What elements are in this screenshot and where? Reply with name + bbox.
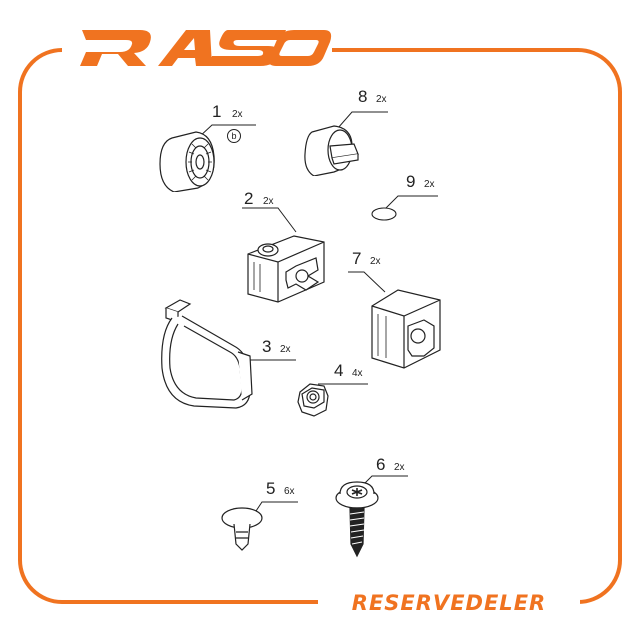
- flange-screw-icon: [335, 481, 379, 558]
- part-7-quantity: 2x: [370, 256, 381, 267]
- part-9-quantity: 2x: [424, 179, 435, 190]
- leader-part-2: [242, 207, 297, 233]
- leader-part-7: [348, 271, 386, 293]
- part-6-number: 6: [376, 455, 386, 474]
- part-1-quantity: 2x: [232, 109, 243, 120]
- part-9-number: 9: [406, 172, 416, 191]
- part-1-note-text: b: [231, 130, 237, 141]
- part-6-quantity: 2x: [394, 462, 405, 473]
- part-8: [304, 124, 364, 177]
- washer-icon: [371, 207, 397, 221]
- part-4: [296, 380, 330, 418]
- part-6: [334, 478, 380, 558]
- part-7-number: 7: [352, 249, 362, 268]
- part-8-number: 8: [358, 87, 368, 106]
- rubber-bushing-icon: [159, 131, 215, 193]
- leader-part-6: [363, 475, 408, 485]
- push-clip-icon: [221, 507, 263, 551]
- part-2: [244, 226, 328, 306]
- raso-logo: [62, 22, 332, 74]
- part-2-number: 2: [244, 189, 254, 208]
- part-4-number: 4: [334, 361, 344, 380]
- part-1: [158, 130, 222, 193]
- leader-part-5: [253, 501, 298, 515]
- part-1-number: 1: [212, 102, 222, 121]
- mounting-block-large-icon: [371, 289, 441, 369]
- mounting-block-icon: [247, 235, 325, 303]
- part-3: [154, 294, 254, 412]
- part-5-number: 5: [266, 479, 276, 498]
- part-9: [370, 206, 398, 222]
- part-3-number: 3: [262, 337, 272, 356]
- part-2-quantity: 2x: [263, 196, 274, 207]
- leader-part-9: [381, 195, 438, 213]
- hex-nut-icon: [297, 383, 329, 417]
- part-5: [218, 504, 268, 552]
- part-8-quantity: 2x: [376, 94, 387, 105]
- leader-part-2-8: [337, 111, 388, 129]
- part-1-note-badge: b: [227, 129, 241, 143]
- bushing-with-tab-icon: [304, 125, 359, 177]
- footer-text: RESERVEDELER: [351, 591, 547, 615]
- part-3-quantity: 2x: [280, 344, 291, 355]
- part-7: [368, 286, 444, 370]
- part-4-quantity: 4x: [352, 368, 363, 379]
- strap-clamp-icon: [161, 299, 253, 409]
- part-5-quantity: 6x: [284, 486, 295, 497]
- footer-banner: RESERVEDELER: [318, 588, 580, 618]
